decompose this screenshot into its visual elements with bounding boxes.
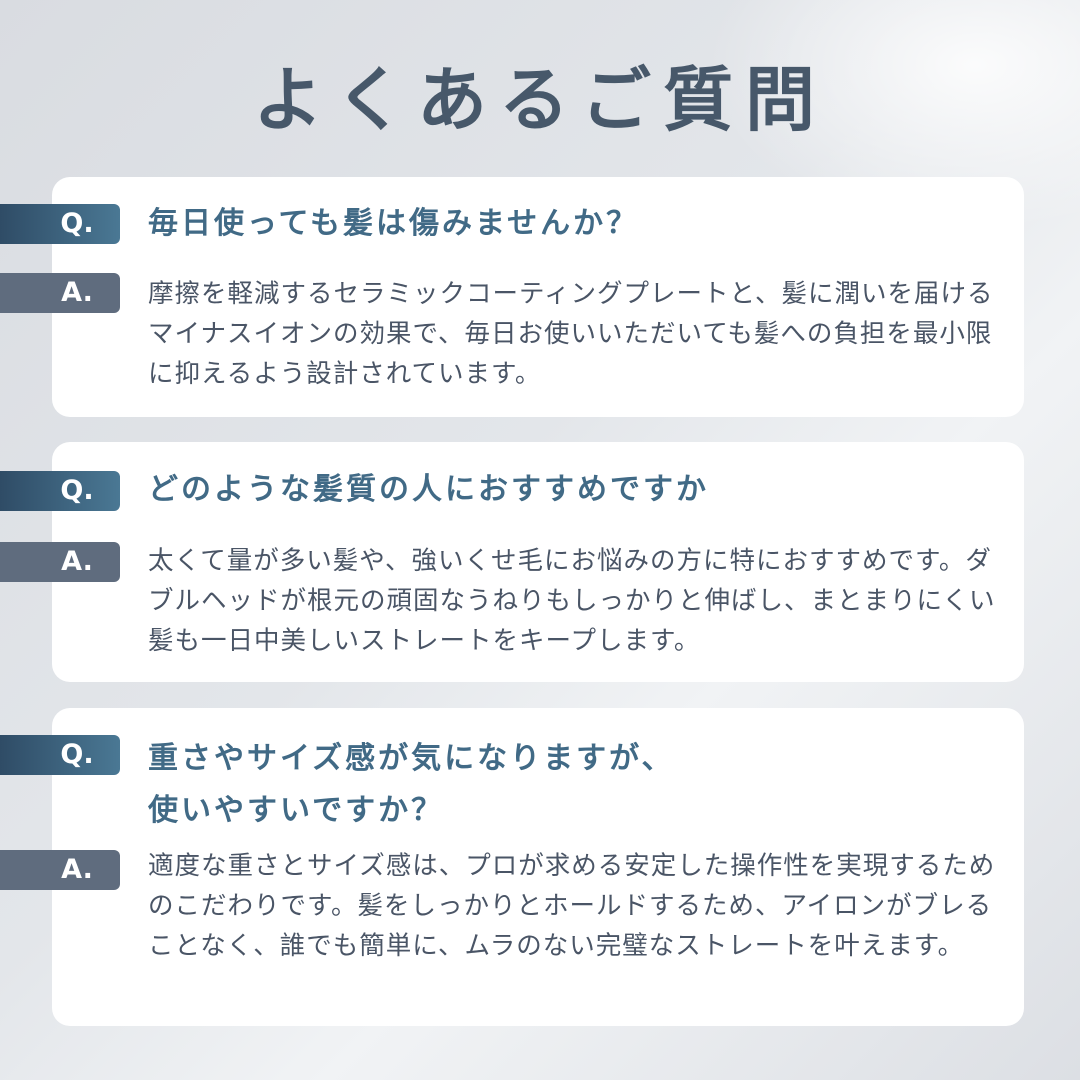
faq-card-3: [52, 708, 1024, 1026]
question-text: 重さやサイズ感が気になりますが、 使いやすいですか？: [148, 741, 675, 828]
answer-tag-label: A.: [61, 277, 93, 308]
question-tag: Q.: [0, 735, 120, 775]
answer-text: 摩擦を軽減するセラミックコーティングプレートと、髪に潤いを届けるマイナスイオンの…: [148, 279, 994, 389]
answer-text: 太くて量が多い髪や、強いくせ毛にお悩みの方に特におすすめです。ダブルヘッドが根元…: [148, 546, 996, 656]
question-tag-label: Q.: [60, 208, 94, 239]
question-tag: Q.: [0, 471, 120, 511]
page-title: よくあるご質問: [253, 59, 827, 141]
faq-card-2: [52, 442, 1024, 682]
answer-tag: A.: [0, 273, 120, 313]
faq-card-1: [52, 177, 1024, 417]
question-tag-label: Q.: [60, 475, 94, 506]
answer-tag: A.: [0, 850, 120, 890]
question-tag: Q.: [0, 204, 120, 244]
answer-tag: A.: [0, 542, 120, 582]
answer-tag-label: A.: [61, 546, 93, 577]
question-tag-label: Q.: [60, 739, 94, 770]
answer-text: 適度な重さとサイズ感は、プロが求める安定した操作性を実現するためのこだわりです。…: [148, 851, 996, 961]
question-text: 毎日使っても髪は傷みませんか？: [148, 206, 640, 241]
question-text: どのような髪質の人におすすめですか: [148, 472, 709, 507]
answer-tag-label: A.: [61, 854, 93, 885]
